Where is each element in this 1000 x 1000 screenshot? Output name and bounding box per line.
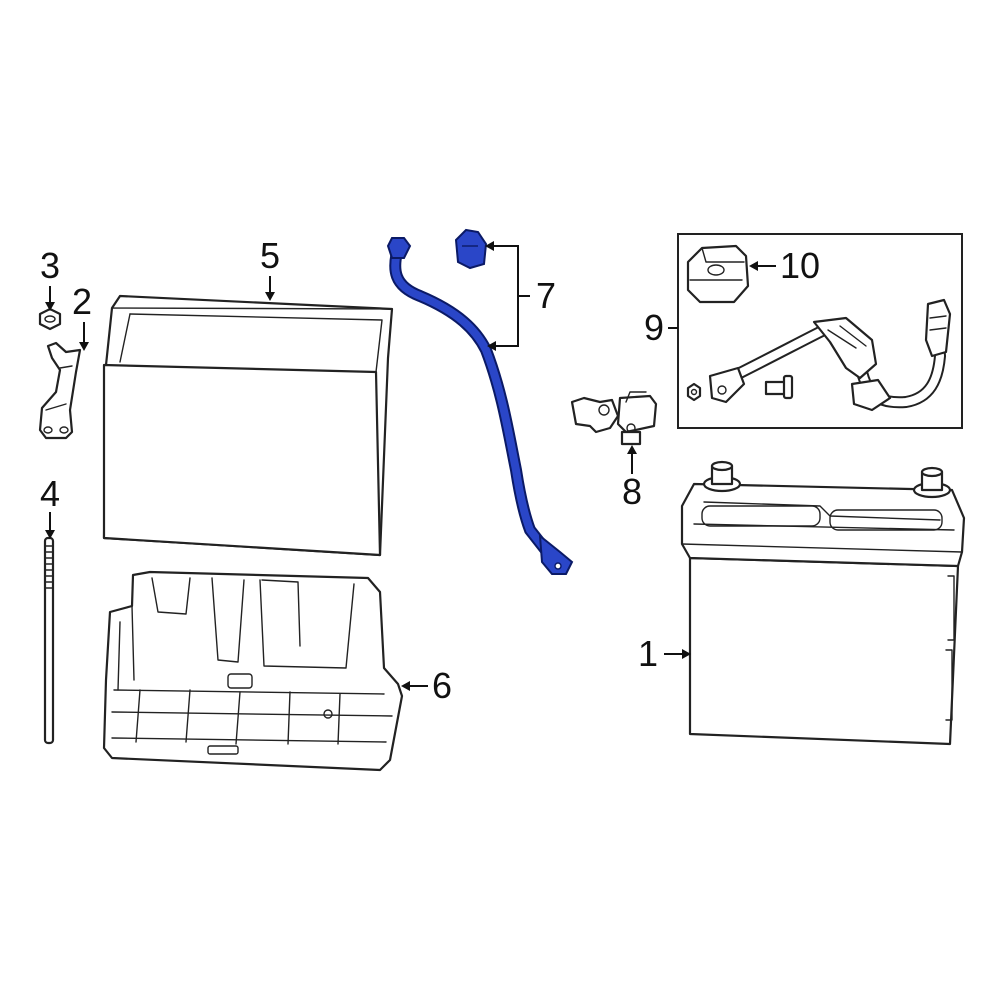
part-8-terminal[interactable] — [570, 391, 658, 446]
callout-5: 5 — [260, 235, 280, 276]
leaders — [45, 241, 776, 691]
part-2-bracket[interactable] — [38, 341, 82, 440]
callout-10: 10 — [780, 245, 820, 286]
callout-9: 9 — [644, 307, 664, 348]
part-1-battery[interactable] — [680, 460, 966, 746]
callout-6: 6 — [432, 665, 452, 706]
battery-terminal-positive — [912, 466, 952, 499]
callout-8: 8 — [622, 471, 642, 512]
part-6-battery-tray[interactable] — [102, 570, 404, 772]
battery-terminal-negative — [702, 460, 742, 493]
part-7-negative-cable[interactable] — [386, 228, 574, 575]
callout-1: 1 — [638, 633, 658, 674]
part-3-nut[interactable] — [38, 307, 62, 331]
callout-7: 7 — [536, 275, 556, 316]
callout-4: 4 — [40, 473, 60, 514]
part-9-cable-assembly-box[interactable] — [677, 233, 963, 429]
part-4-rod[interactable] — [43, 536, 55, 745]
callout-3: 3 — [40, 245, 60, 286]
part-5-insulator-box[interactable] — [102, 294, 394, 557]
part-10-terminal-cover[interactable] — [686, 244, 750, 304]
callout-2: 2 — [72, 281, 92, 322]
